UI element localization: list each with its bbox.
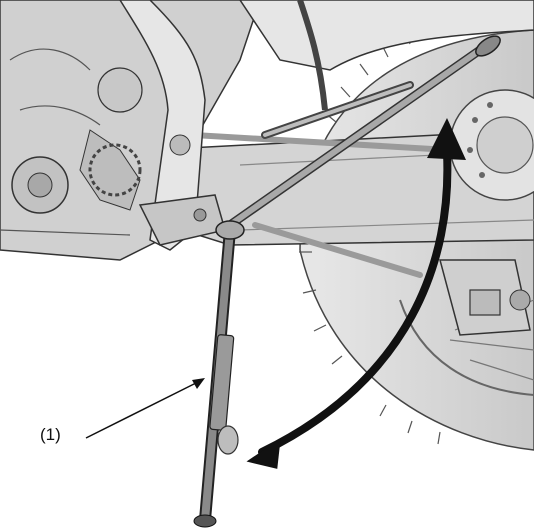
sidestand-lowered-position: [194, 221, 244, 527]
callout-label-1: (1): [40, 425, 61, 445]
leader-arrow-icon: [86, 378, 205, 438]
